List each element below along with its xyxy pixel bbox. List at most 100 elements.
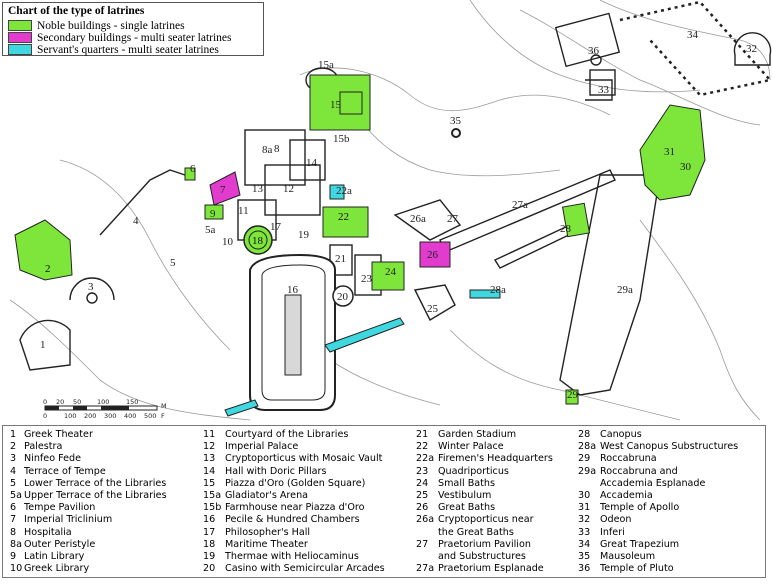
key-entry-label: Philosopher's Hall: [225, 526, 311, 538]
key-entry-number: 36: [578, 563, 591, 575]
key-entry-label: Odeon: [600, 514, 632, 526]
pecile-building: [249, 253, 336, 411]
map-label-15b: 15b: [333, 133, 350, 145]
map-label-9: 9: [210, 208, 216, 220]
key-entry-number: [416, 527, 438, 539]
key-entry-number: 20: [203, 563, 216, 575]
secondary-buildings: [209, 171, 451, 268]
key-entry: 3 Ninfeo Fede: [10, 453, 167, 465]
scale-top-tick-0: 0: [43, 398, 47, 406]
key-entry: 11 Courtyard of the Libraries: [203, 429, 385, 441]
map-label-7: 7: [220, 184, 226, 196]
key-entry-number: 11: [203, 429, 216, 440]
key-entry-number: 25: [416, 489, 429, 501]
map-label-29: 29: [567, 389, 579, 401]
map-labels: 1 2 3 4 5 5a 6 7 8 8a 9 10 11 12 13 14 1…: [40, 29, 757, 401]
map-label-27: 27: [447, 213, 459, 225]
key-entry: the Great Baths: [416, 527, 553, 539]
map-label-23: 23: [361, 273, 373, 285]
key-entry-label: Maritime Theater: [225, 538, 308, 550]
key-entry-label: Hall with Doric Pillars: [225, 465, 327, 477]
map-label-26a: 26a: [410, 213, 426, 225]
key-entry-label: Vestibulum: [438, 489, 492, 501]
map-label-35: 35: [450, 115, 462, 127]
key-entry-number: [578, 478, 600, 490]
key-entry-number: 29: [578, 453, 591, 465]
key-entry-number: 5: [10, 477, 17, 489]
key-entry-label: Praetorium Esplanade: [438, 563, 544, 575]
key-entry-label: Cryptoporticus with Mosaic Vault: [225, 453, 383, 465]
map-label-24: 24: [385, 266, 397, 278]
map-label-4: 4: [133, 215, 139, 227]
key-entry-label: Upper Terrace of the Libraries: [24, 489, 167, 501]
key-entry-number: 27: [416, 538, 429, 550]
key-entry-label: Palestra: [24, 441, 63, 453]
map-label-28a: 28a: [490, 284, 506, 296]
key-entry-label: Outer Peristyle: [24, 538, 96, 550]
key-entry-label: Praetorium Pavilion: [438, 538, 531, 550]
map-label-28: 28: [560, 223, 572, 235]
map-label-15: 15: [330, 99, 342, 111]
key-entry-number: 27a: [416, 563, 435, 575]
scale-bottom-tick-5: 500: [144, 412, 156, 420]
map-label-17: 17: [270, 221, 282, 233]
key-entry: Accademia Esplanade: [578, 478, 738, 490]
key-entry-number: 34: [578, 538, 591, 550]
map-label-21: 21: [335, 253, 346, 265]
map-label-5a: 5a: [205, 224, 216, 236]
key-entry-label: Casino with Semicircular Arcades: [225, 563, 385, 575]
servant-quarters: [224, 184, 501, 417]
key-entry-label: Courtyard of the Libraries: [225, 429, 349, 440]
key-entry-number: 6: [10, 502, 17, 514]
key-entry-label: Ninfeo Fede: [24, 453, 82, 465]
key-entry-number: 8: [10, 526, 17, 538]
key-entry-number: 1: [10, 429, 17, 440]
map-label-36: 36: [588, 45, 600, 57]
map-label-10: 10: [222, 236, 234, 248]
key-entry-number: 26a: [416, 514, 435, 526]
map-label-16: 16: [287, 284, 299, 296]
map-label-27a: 27a: [512, 199, 528, 211]
map-label-34: 34: [687, 29, 699, 41]
casino-building: [332, 285, 354, 307]
site-map: 1 2 3 4 5 5a 6 7 8 8a 9 10 11 12 13 14 1…: [9, 0, 773, 421]
key-entry-number: 32: [578, 514, 591, 526]
key-entry-number: 12: [203, 441, 216, 453]
key-entry-label: Quadriporticus: [438, 465, 509, 477]
legend-title: Chart of the type of latrines: [8, 5, 145, 17]
key-entry-label: Accademia: [600, 489, 653, 501]
map-label-30: 30: [680, 161, 692, 173]
key-entry-number: 21: [416, 429, 429, 440]
key-entry-label: Imperial Palace: [225, 441, 299, 453]
key-entry-number: 35: [578, 550, 591, 562]
key-entry-number: 4: [10, 465, 17, 477]
key-entry-number: 31: [578, 502, 591, 514]
key-entry: 17 Philosopher's Hall: [203, 527, 385, 539]
key-entry-number: 22: [416, 441, 429, 453]
map-label-31: 31: [664, 146, 675, 158]
key-entry-label: Temple of Pluto: [600, 563, 674, 575]
key-entry-number: 17: [203, 526, 216, 538]
key-entry-number: 3: [10, 453, 17, 465]
scale-bottom-tick-2: 200: [84, 412, 96, 420]
key-entry: 27 Praetorium Pavilion: [416, 539, 553, 551]
key-entry-label: the Great Baths: [438, 526, 514, 538]
key-entry-label: and Substructures: [438, 550, 526, 562]
key-entry-label: Great Trapezium: [600, 538, 680, 550]
scale-bottom-tick-1: 100: [64, 412, 76, 420]
